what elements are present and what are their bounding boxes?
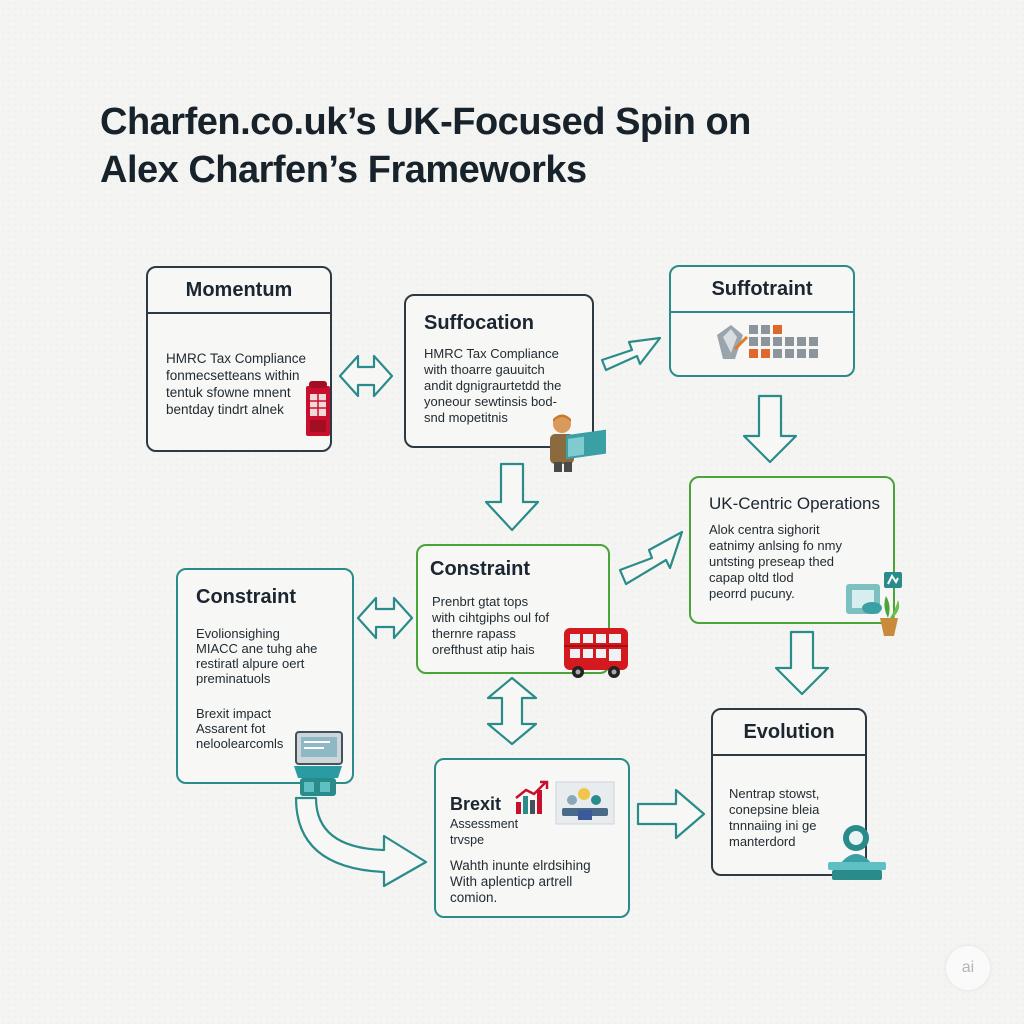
meeting-icon	[554, 780, 616, 826]
watermark-badge: ai	[946, 946, 990, 990]
title-line-2: Alex Charfen’s Frameworks	[100, 149, 587, 191]
arrow-ukcentric-down	[772, 630, 832, 698]
page-title: Charfen.co.uk’s UK-Focused Spin on Alex …	[100, 98, 860, 194]
double-decker-bus-icon	[562, 624, 632, 680]
telephone-box-icon	[304, 380, 332, 438]
arrow-suffocation-suffotraint	[598, 316, 666, 384]
evolution-box: Evolution Nentrap stowst, conepsine blei…	[711, 708, 867, 876]
constraint-center-title: Constraint	[430, 558, 530, 580]
money-plant-icon	[842, 570, 906, 640]
constraint-left-title: Constraint	[196, 586, 296, 608]
person-with-book-icon	[546, 412, 612, 474]
suffocation-box: Suffocation HMRC Tax Compliance with tho…	[404, 294, 594, 448]
curved-arrow-constraint-brexit	[292, 796, 432, 888]
momentum-text: HMRC Tax Compliance fonmecsetteans withi…	[166, 351, 307, 417]
suffocation-text: HMRC Tax Compliance with thoarre gauuitc…	[424, 346, 562, 425]
momentum-title: Momentum	[148, 268, 330, 314]
arrow-brexit-evolution	[636, 786, 708, 842]
constraint-center-text: Prenbrt gtat tops with cihtgiphs oul fof…	[432, 594, 550, 657]
evolution-text: Nentrap stowst, conepsine bleia tnnnaiin…	[729, 786, 820, 849]
brexit-title: Brexit	[450, 794, 502, 814]
suffotraint-box: Suffotraint	[669, 265, 855, 377]
blocks-chart-icon	[713, 323, 825, 365]
arrow-suffotraint-down	[740, 394, 800, 466]
title-line-1: Charfen.co.uk’s UK-Focused Spin on	[100, 101, 751, 143]
suffocation-title: Suffocation	[424, 312, 534, 334]
constraint-left-text-2: Brexit impact Assarent fot neloolearcoml…	[196, 706, 284, 751]
brexit-box: Brexit Assessment trvspe Wahth inunte el…	[434, 758, 630, 918]
computer-terminal-icon	[290, 730, 346, 800]
suffotraint-title: Suffotraint	[671, 267, 853, 313]
arrow-suffocation-down	[482, 462, 542, 534]
constraint-left-text-1: Evolionsighing MIACC ane tuhg ahe restir…	[196, 626, 318, 686]
double-arrow-constraint-left-center	[356, 594, 414, 642]
uk-centric-title: UK-Centric Operations	[709, 494, 881, 513]
uk-centric-text: Alok centra sighorit eatnimy anlsing fo …	[709, 522, 842, 601]
brexit-text: Wahth inunte elrdsihing With aplenticp a…	[450, 858, 591, 905]
arrow-constraint-ukcentric	[616, 522, 688, 590]
evolution-title: Evolution	[713, 710, 865, 756]
double-arrow-constraint-brexit	[484, 676, 540, 746]
advisor-at-desk-icon	[826, 822, 888, 882]
double-arrow-momentum-suffocation	[338, 352, 394, 400]
brexit-subtitle: Assessment trvspe	[450, 817, 519, 847]
bar-chart-icon	[514, 780, 550, 816]
momentum-box: Momentum HMRC Tax Compliance fonmecsette…	[146, 266, 332, 452]
